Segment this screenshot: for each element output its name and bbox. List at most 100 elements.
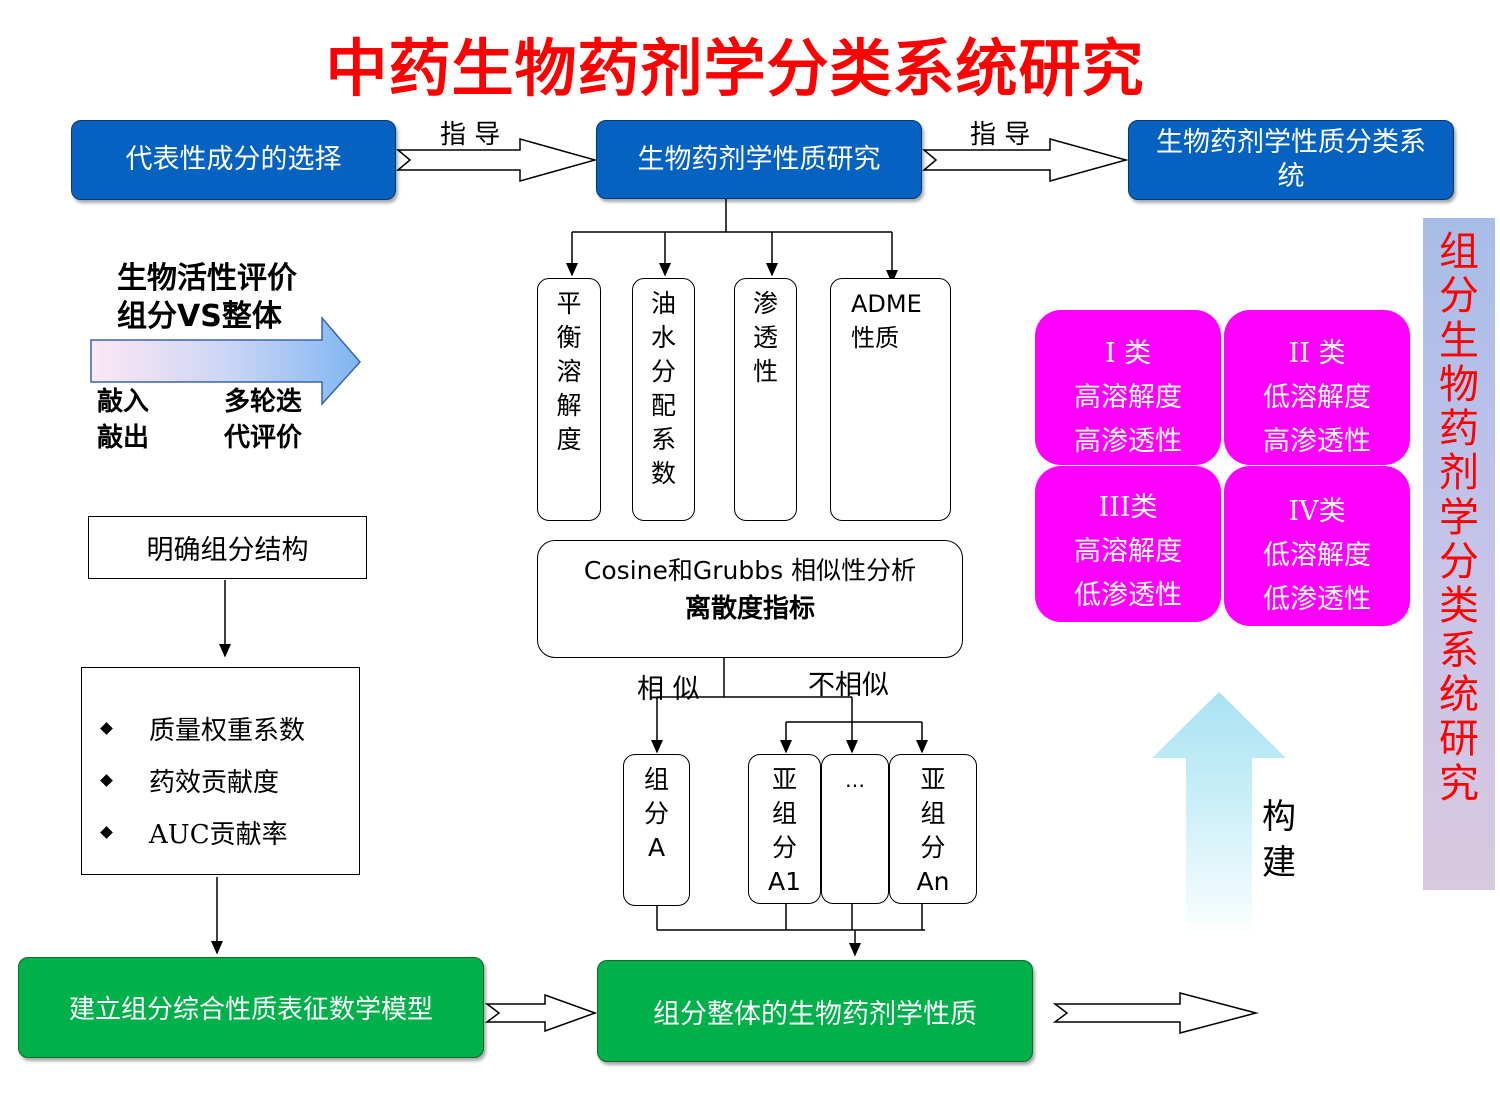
char: 分 bbox=[771, 833, 797, 862]
similarity-analysis-box: Cosine和Grubbs 相似性分析 离散度指标 bbox=[537, 540, 963, 658]
char: 分 bbox=[920, 833, 946, 862]
dispersion-index-label: 离散度指标 bbox=[684, 594, 815, 624]
similarity-line1: Cosine和Grubbs 相似性分析 bbox=[583, 556, 917, 585]
dissimilar-label: 不相似 bbox=[808, 670, 889, 701]
class-solubility: 高溶解度 bbox=[1074, 536, 1182, 567]
list-item: AUC贡献率 bbox=[98, 806, 305, 858]
guide-label-1: 指 导 bbox=[440, 120, 501, 150]
class-permeability: 高渗透性 bbox=[1074, 426, 1182, 457]
class-name: III类 bbox=[1098, 492, 1158, 523]
char: 物 bbox=[1439, 361, 1479, 408]
whole-property-label: 组分整体的生物药剂学性质 bbox=[653, 998, 977, 1030]
classification-system-box: 生物药剂学性质分类系统 bbox=[1128, 120, 1454, 200]
class-1-box: I 类 高溶解度 高渗透性 bbox=[1035, 310, 1221, 465]
class-permeability: 低渗透性 bbox=[1074, 580, 1182, 611]
char: 分 bbox=[643, 799, 669, 828]
guide-arrow-2 bbox=[921, 138, 1129, 182]
char: … bbox=[845, 768, 865, 792]
biopharm-property-study-label: 生物药剂学性质研究 bbox=[637, 143, 881, 175]
char: 解 bbox=[556, 391, 582, 420]
side-title-bar: 组 分 生 物 药 剂 学 分 类 系 统 研 究 bbox=[1423, 218, 1495, 890]
biopharm-property-study-box: 生物药剂学性质研究 bbox=[596, 120, 922, 199]
char: 剂 bbox=[1439, 450, 1479, 497]
char: 系 bbox=[650, 425, 676, 454]
partition-coefficient-box: 油 水 分 配 系 数 bbox=[632, 278, 695, 521]
class-solubility: 高溶解度 bbox=[1074, 382, 1182, 413]
whole-to-classes-arrow bbox=[1052, 992, 1259, 1034]
char: 亚 bbox=[920, 765, 946, 794]
char: ADME bbox=[851, 290, 922, 318]
diamond-bullet-icon bbox=[100, 773, 113, 787]
char: 水 bbox=[650, 323, 676, 352]
char: 组 bbox=[771, 799, 797, 828]
char: 分 bbox=[1439, 539, 1479, 586]
bullet-label: 质量权重系数 bbox=[149, 715, 306, 746]
class-permeability: 低渗透性 bbox=[1263, 584, 1371, 615]
char: 配 bbox=[650, 391, 676, 420]
solubility-box: 平 衡 溶 解 度 bbox=[537, 278, 601, 521]
char: 类 bbox=[1439, 583, 1479, 630]
structure-label: 明确组分结构 bbox=[146, 535, 309, 566]
knock-out-label: 敲出 bbox=[97, 423, 150, 453]
page-title: 中药生物药剂学分类系统研究 bbox=[325, 32, 1145, 105]
guide-label-2: 指 导 bbox=[970, 120, 1031, 150]
classification-system-label: 生物药剂学性质分类系统 bbox=[1156, 127, 1426, 192]
diamond-bullet-icon bbox=[100, 825, 113, 839]
char: 数 bbox=[650, 459, 676, 488]
char: 透 bbox=[752, 323, 778, 352]
subcomponent-an-box: 亚 组 分 An bbox=[889, 754, 977, 904]
char: 究 bbox=[1439, 760, 1479, 807]
char: 分 bbox=[650, 357, 676, 386]
bio-activity-text: 生物活性评价 组分VS整体 bbox=[117, 260, 297, 336]
char: 建 bbox=[1262, 843, 1296, 883]
construct-up-arrow bbox=[1152, 692, 1286, 942]
list-item: 质量权重系数 bbox=[98, 702, 305, 754]
weights-list: 质量权重系数 药效贡献度 AUC贡献率 bbox=[98, 702, 305, 858]
class-2-box: II 类 低溶解度 高渗透性 bbox=[1224, 310, 1410, 465]
ellipsis-box: … bbox=[821, 754, 889, 904]
representative-component-label: 代表性成分的选择 bbox=[125, 144, 342, 175]
representative-component-box: 代表性成分的选择 bbox=[71, 120, 396, 200]
class-solubility: 低溶解度 bbox=[1263, 382, 1371, 413]
char: 系 bbox=[1439, 627, 1479, 674]
char: 衡 bbox=[556, 323, 582, 352]
iteration-text: 多轮迭 代评价 bbox=[224, 384, 302, 456]
knock-in-label: 敲入 bbox=[97, 387, 150, 417]
class-name: I 类 bbox=[1104, 338, 1152, 369]
class-permeability: 高渗透性 bbox=[1263, 426, 1371, 457]
diamond-bullet-icon bbox=[100, 721, 113, 735]
class-name: IV类 bbox=[1288, 496, 1346, 527]
permeability-box: 渗 透 性 bbox=[734, 278, 797, 521]
char: A bbox=[647, 833, 666, 862]
char: 性 bbox=[752, 357, 778, 386]
char: 度 bbox=[556, 425, 582, 454]
model-label: 建立组分综合性质表征数学模型 bbox=[68, 995, 433, 1025]
char: An bbox=[916, 867, 950, 896]
guide-arrow-1 bbox=[395, 138, 598, 182]
knock-in-out-text: 敲入 敲出 bbox=[97, 384, 149, 456]
char: 性质 bbox=[851, 324, 899, 352]
construct-label: 构 建 bbox=[1262, 794, 1296, 886]
class-solubility: 低溶解度 bbox=[1263, 540, 1371, 571]
char: 组 bbox=[1439, 229, 1479, 275]
char: 生 bbox=[1439, 317, 1479, 364]
iteration-line2: 代评价 bbox=[224, 423, 303, 453]
bullet-label: 药效贡献度 bbox=[149, 767, 280, 798]
bio-activity-arrow bbox=[90, 315, 362, 406]
list-item: 药效贡献度 bbox=[98, 754, 305, 806]
adme-box: ADME 性质 bbox=[830, 278, 951, 521]
subcomponent-a1-box: 亚 组 分 A1 bbox=[748, 754, 821, 904]
iteration-line1: 多轮迭 bbox=[224, 387, 303, 417]
char: 学 bbox=[1439, 494, 1479, 541]
bio-activity-line1: 生物活性评价 bbox=[117, 261, 297, 296]
char: A1 bbox=[767, 867, 801, 896]
char: 药 bbox=[1439, 406, 1479, 453]
char: 渗 bbox=[752, 289, 778, 318]
char: 亚 bbox=[771, 765, 797, 794]
char: 统 bbox=[1439, 671, 1479, 718]
weights-box bbox=[81, 667, 360, 875]
char: 油 bbox=[650, 289, 676, 318]
char: 分 bbox=[1439, 273, 1479, 320]
model-box: 建立组分综合性质表征数学模型 bbox=[18, 957, 484, 1058]
